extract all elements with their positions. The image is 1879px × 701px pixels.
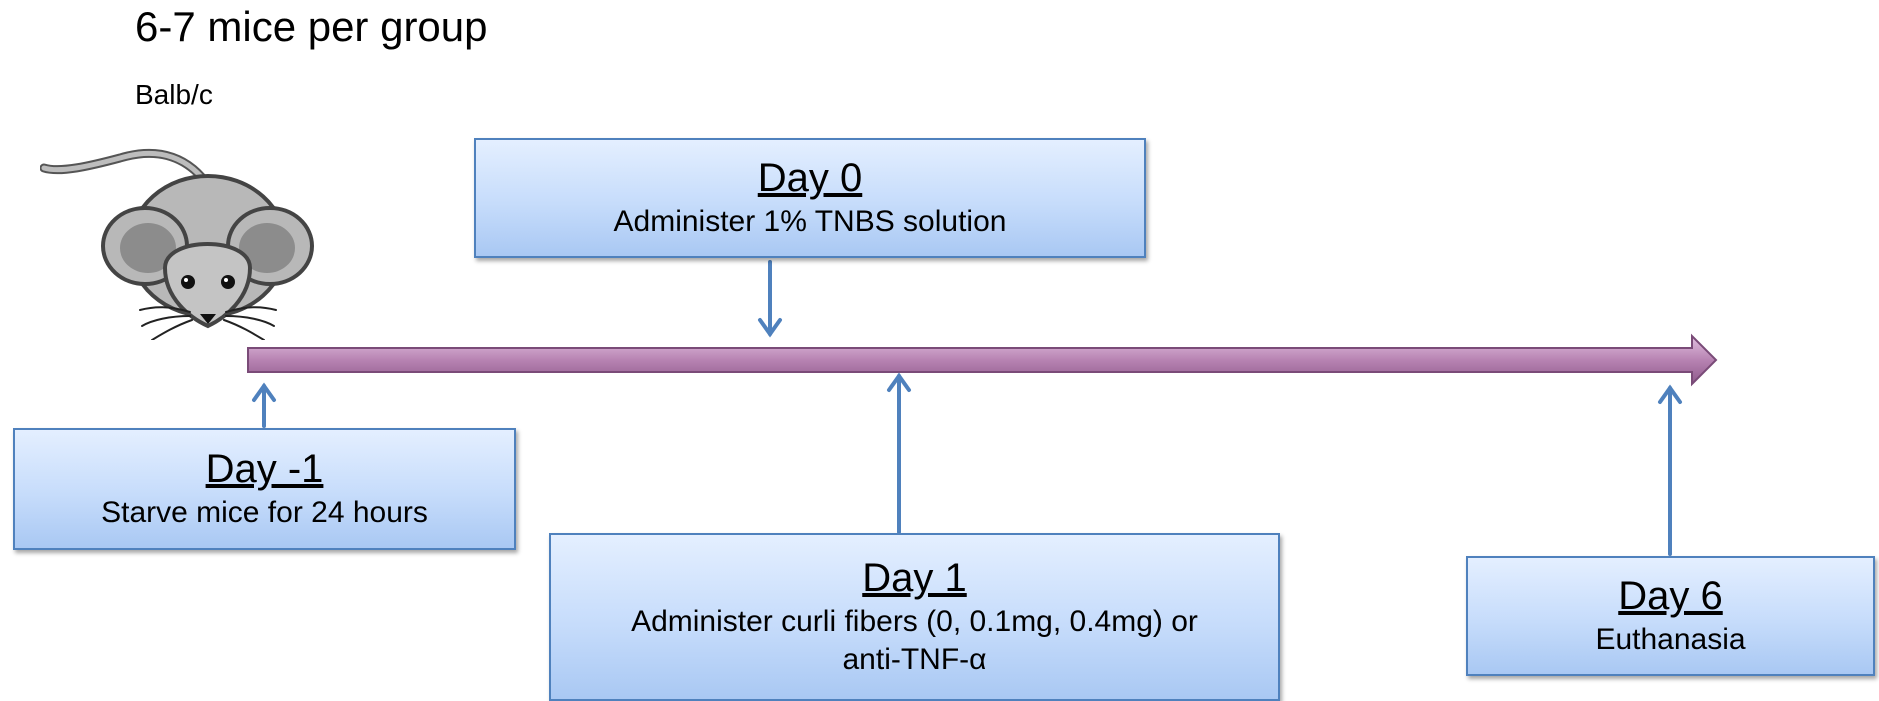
day1-box: Day 1 Administer curli fibers (0, 0.1mg,…: [549, 533, 1280, 701]
day0-description: Administer 1% TNBS solution: [613, 205, 1007, 238]
day-minus1-label: Day -1: [205, 447, 324, 491]
day0-arrow: [758, 260, 782, 338]
day6-arrow: [1658, 384, 1682, 556]
day-minus1-description: Starve mice for 24 hours: [101, 496, 428, 529]
day1-label: Day 1: [862, 556, 967, 600]
day1-description-line2: anti-TNF-α: [842, 643, 987, 676]
day0-label: Day 0: [757, 156, 863, 200]
day-minus1-arrow: [252, 382, 276, 428]
day1-arrow: [887, 372, 911, 534]
timeline-arrow: [247, 333, 1718, 387]
day1-description-line1: Administer curli fibers (0, 0.1mg, 0.4mg…: [631, 605, 1198, 638]
strain-label: Balb/c: [135, 79, 213, 110]
day6-box: Day 6 Euthanasia: [1466, 556, 1875, 676]
day6-label: Day 6: [1618, 574, 1723, 618]
mouse-icon: [40, 148, 314, 340]
day-minus1-box: Day -1 Starve mice for 24 hours: [13, 428, 516, 550]
page-title: 6-7 mice per group: [135, 3, 488, 50]
day6-description: Euthanasia: [1595, 623, 1746, 656]
day0-box: Day 0 Administer 1% TNBS solution: [474, 138, 1146, 258]
